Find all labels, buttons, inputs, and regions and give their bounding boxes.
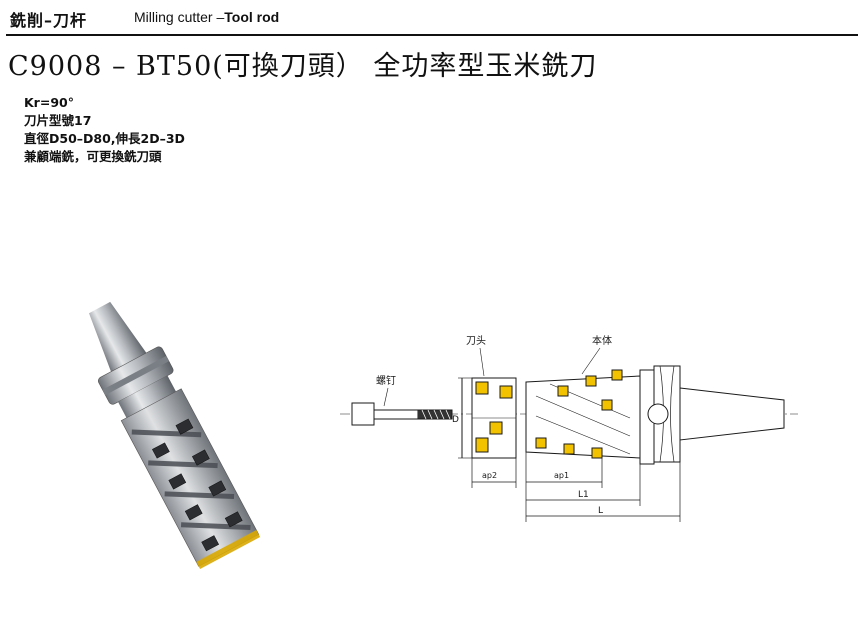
neck: [118, 375, 176, 418]
holder-drawing: [639, 365, 785, 465]
label-head: 刀头: [466, 335, 486, 347]
label-screw: 螺钉: [376, 375, 396, 387]
flange-groove: [102, 355, 169, 396]
screw: [351, 402, 453, 426]
leader-screw: [383, 387, 389, 407]
spec-insert-model: 刀片型號17: [24, 113, 92, 128]
label-D: D: [452, 415, 459, 425]
helical-flutes: [131, 429, 251, 530]
taper-shank: [88, 301, 147, 372]
label-L1: L1: [578, 490, 589, 500]
label-L: L: [598, 506, 603, 516]
section-header: 銑削–刀杆 Milling cutter –Tool rod: [6, 4, 858, 36]
header-rule: [6, 34, 858, 36]
spec-kr: Kr=90°: [24, 95, 74, 110]
category-en-bold: Tool rod: [224, 9, 280, 25]
product-title: C9008 – BT50(可換刀頭） 全功率型玉米銑刀: [8, 51, 598, 82]
dimension-D: [458, 377, 472, 459]
spec-diameter: 直徑D50–D80,伸長2D–3D: [24, 131, 185, 146]
cutter-body: [120, 388, 260, 567]
spec-list: Kr=90° 刀片型號17 直徑D50–D80,伸長2D–3D 兼顧端銑，可更換…: [24, 94, 185, 166]
category-cn: 銑削–刀杆: [10, 11, 88, 30]
cutter-body-drawing: [525, 369, 641, 459]
category-en-prefix: Milling cutter –: [134, 9, 225, 25]
cutter-head: [471, 377, 517, 459]
leader-head: [479, 347, 485, 377]
technical-drawing: 螺钉 刀头 本体 D ap2 ap1 L1 L: [340, 334, 798, 522]
label-ap1: ap1: [554, 471, 569, 480]
insert-row: [152, 418, 243, 552]
leader-body: [581, 347, 601, 375]
label-body: 本体: [592, 334, 612, 347]
tip-highlight: [196, 529, 261, 569]
label-ap2: ap2: [482, 471, 497, 480]
product-photo: [88, 301, 261, 569]
category-en: Milling cutter –Tool rod: [134, 9, 279, 25]
length-dimensions: [471, 452, 681, 522]
spec-function: 兼顧端銑，可更換銑刀頭: [24, 149, 162, 164]
